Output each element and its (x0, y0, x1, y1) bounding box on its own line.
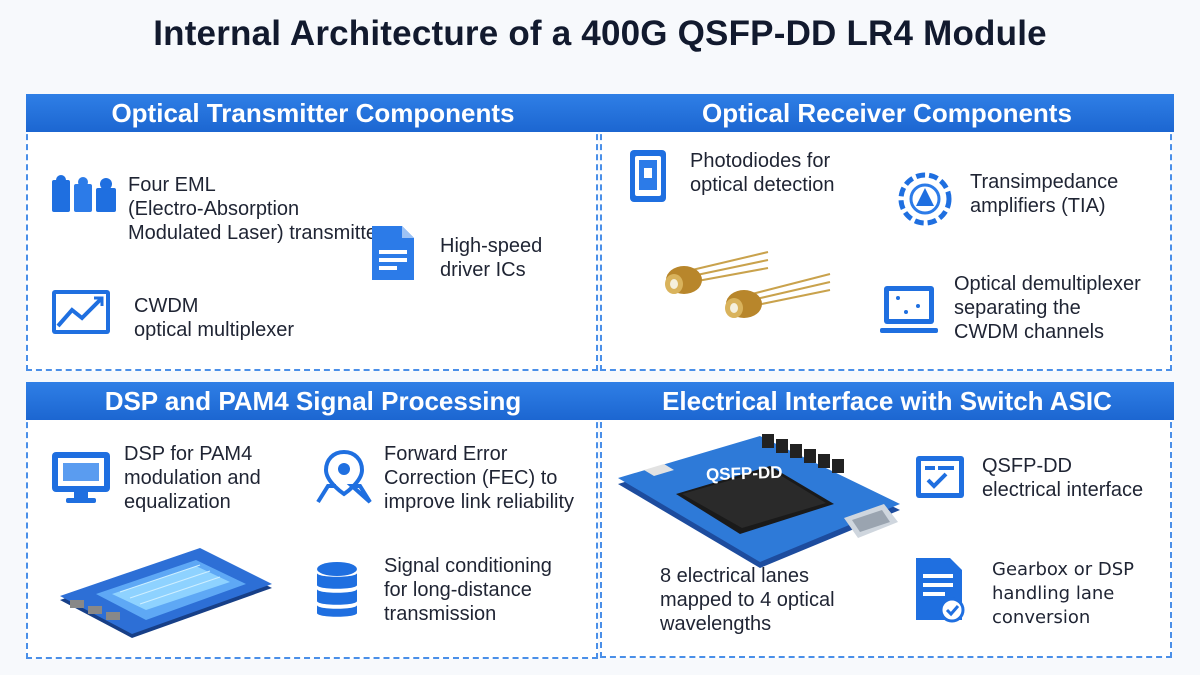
page-title: Internal Architecture of a 400G QSFP-DD … (153, 14, 1047, 53)
panel-transmitter: Optical Transmitter Components Four EML … (26, 94, 600, 371)
panel-electrical: Electrical Interface with Switch ASIC QS… (600, 382, 1174, 658)
qsfp-dd-module-icon (618, 434, 900, 568)
electrical-lanes-text: 8 electrical lanes mapped to 4 optical w… (660, 565, 835, 635)
cwdm-multiplexer-text: CWDM optical multiplexer (134, 295, 295, 341)
driver-ics-text: High-speed driver ICs (440, 235, 543, 281)
demultiplexer-text: Optical demultiplexer separating the CWD… (954, 273, 1141, 343)
to-can-components-icon (665, 251, 831, 318)
verified-document-icon (916, 558, 965, 623)
panel-heading-transmitter: Optical Transmitter Components (26, 94, 600, 132)
qsfp-dd-interface-text: QSFP-DD electrical interface (982, 455, 1144, 501)
panel-heading-dsp: DSP and PAM4 Signal Processing (26, 382, 600, 420)
gearbox-text: Gearbox or DSP handling lane conversion (992, 559, 1134, 628)
fec-text: Forward Error Correction (FEC) to improv… (384, 443, 575, 513)
line-chart-icon (52, 290, 110, 334)
signal-conditioning-text: Signal conditioning for long-distance tr… (384, 555, 552, 625)
monitor-icon (880, 286, 938, 333)
document-icon (372, 226, 414, 280)
photodiode-icon (630, 150, 666, 202)
gear-network-icon (898, 172, 952, 226)
database-icon (317, 562, 357, 617)
chip-label: QSFP-DD (705, 462, 783, 485)
panel-dsp: DSP and PAM4 Signal Processing DSP for P… (26, 382, 600, 659)
checklist-board-icon (916, 456, 964, 498)
panel-heading-electrical: Electrical Interface with Switch ASIC (600, 382, 1174, 420)
dsp-chip-board-icon (60, 548, 272, 638)
tia-text: Transimpedance amplifiers (TIA) (970, 171, 1119, 217)
photodiodes-text: Photodiodes for optical detection (690, 150, 835, 196)
eml-transmitters-icon (52, 175, 116, 212)
computer-icon (52, 452, 110, 503)
eml-transmitters-text: Four EML (Electro-Absorption Modulated L… (128, 174, 394, 244)
location-pin-icon (316, 449, 372, 504)
panel-heading-receiver: Optical Receiver Components (600, 94, 1174, 132)
panel-receiver: Optical Receiver Components Photodiodes … (600, 94, 1174, 371)
dsp-pam4-text: DSP for PAM4 modulation and equalization (124, 443, 261, 513)
